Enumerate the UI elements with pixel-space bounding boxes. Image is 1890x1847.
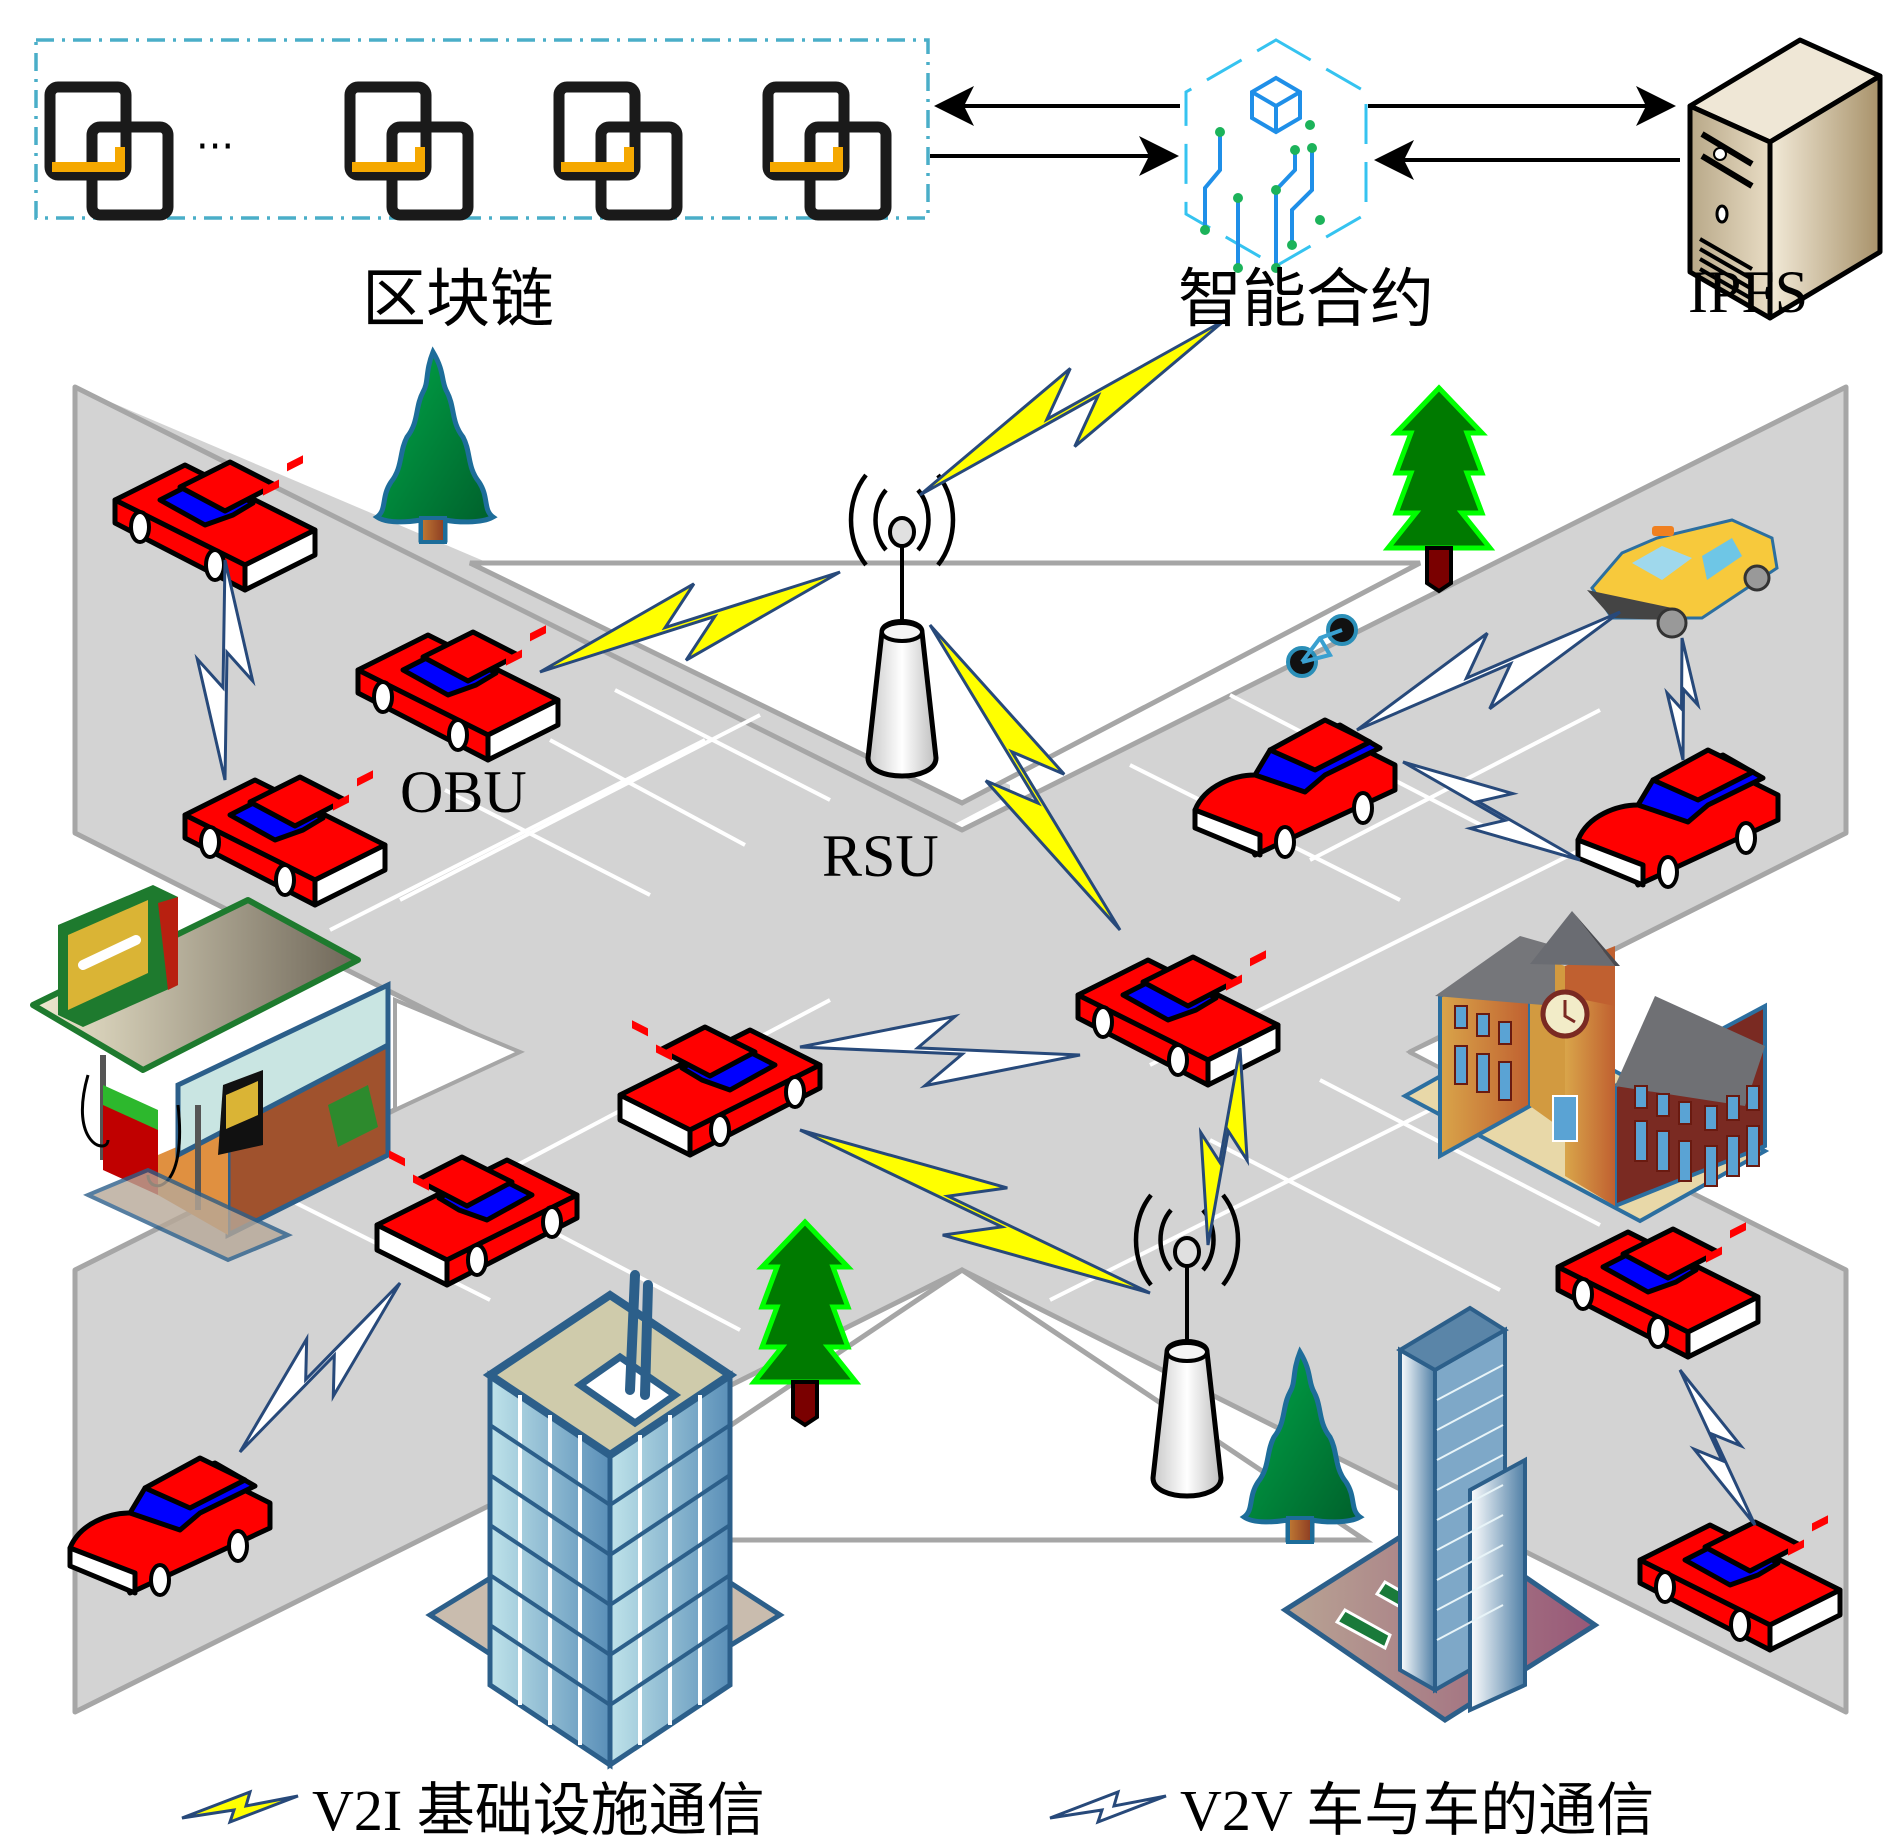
car-northeast-1: [1192, 717, 1398, 859]
v2i-link-car-rsu-south-2: [1198, 1047, 1250, 1246]
car-east-1: [1555, 1222, 1761, 1360]
communication-links: [194, 318, 1757, 1526]
car-center-right: [1075, 950, 1281, 1088]
v2i-link-rsu-contract: [919, 318, 1226, 497]
gas-station-icon: [30, 885, 391, 1263]
legend-v2i-label: V2I 基础设施通信: [312, 1778, 765, 1843]
v2v-link-center: [799, 1013, 1081, 1089]
v2v-link-east: [1678, 1369, 1757, 1526]
chain-link-icon: [344, 81, 474, 221]
ipfs-label: IPFS: [1688, 259, 1809, 325]
v2v-link-ne-cars: [1402, 760, 1581, 862]
rsu-tower-north: [848, 473, 956, 779]
fir-tree-icon: [748, 1218, 862, 1428]
car-northwest-1: [112, 455, 318, 593]
taxi-icon: [1587, 518, 1779, 639]
office-tower-icon: [425, 1270, 785, 1770]
chain-ellipsis: ···: [196, 124, 234, 170]
v2v-link-taxi-car: [1664, 637, 1701, 761]
v2v-link-sw: [238, 1281, 402, 1454]
fir-tree-icon: [1382, 384, 1496, 594]
legend-v2v: V2V 车与车的通信: [1048, 1770, 1654, 1843]
car-east-2: [1637, 1515, 1843, 1653]
rsu-tower-south: [1133, 1193, 1241, 1499]
car-northwest-2: [182, 770, 388, 908]
flow-arrows: [930, 86, 1680, 180]
corner-north-white: [468, 560, 1422, 806]
legend-v2i: V2I 基础设施通信: [180, 1770, 765, 1843]
pine-tree-icon: [372, 346, 498, 544]
car-southwest-sports: [67, 1455, 273, 1597]
pine-tree-icon: [1239, 1346, 1365, 1544]
blockchain-group: ···: [34, 38, 930, 221]
v2v-link-ne-taxi: [1356, 610, 1621, 732]
v2i-bolt-icon: [181, 1789, 299, 1825]
car-southwest-headlights: [374, 1150, 580, 1288]
car-northeast-2: [1575, 747, 1781, 889]
clock-tower-building-icon: [1400, 911, 1770, 1224]
v2i-link-obu-rsu: [539, 570, 841, 674]
bicycle-icon: [1286, 614, 1358, 678]
corner-west-white: [393, 997, 525, 1114]
v2i-link-rsu-center-car: [928, 623, 1122, 932]
vehicles: [67, 455, 1843, 1653]
v2i-link-car-rsu-south: [799, 1128, 1151, 1295]
car-obu: [355, 625, 561, 763]
chain-link-icon: [44, 81, 174, 221]
v2v-bolt-icon: [1049, 1789, 1167, 1825]
chain-link-icon: [762, 81, 892, 221]
smart-contract-icon: [1184, 38, 1368, 273]
chain-link-icon: [553, 81, 683, 221]
skyscraper-icon: [1280, 1305, 1600, 1723]
obu-label: OBU: [400, 759, 527, 825]
blockchain-container-border: [34, 38, 930, 220]
blockchain-label: 区块链: [362, 264, 554, 335]
rsu-label: RSU: [822, 823, 939, 889]
legend-v2v-label: V2V 车与车的通信: [1180, 1778, 1655, 1843]
car-center-left: [617, 1020, 823, 1158]
smart-contract-label: 智能合约: [1178, 264, 1434, 335]
ipfs-server-icon: [1687, 37, 1883, 321]
v2v-link-nw: [194, 559, 256, 781]
